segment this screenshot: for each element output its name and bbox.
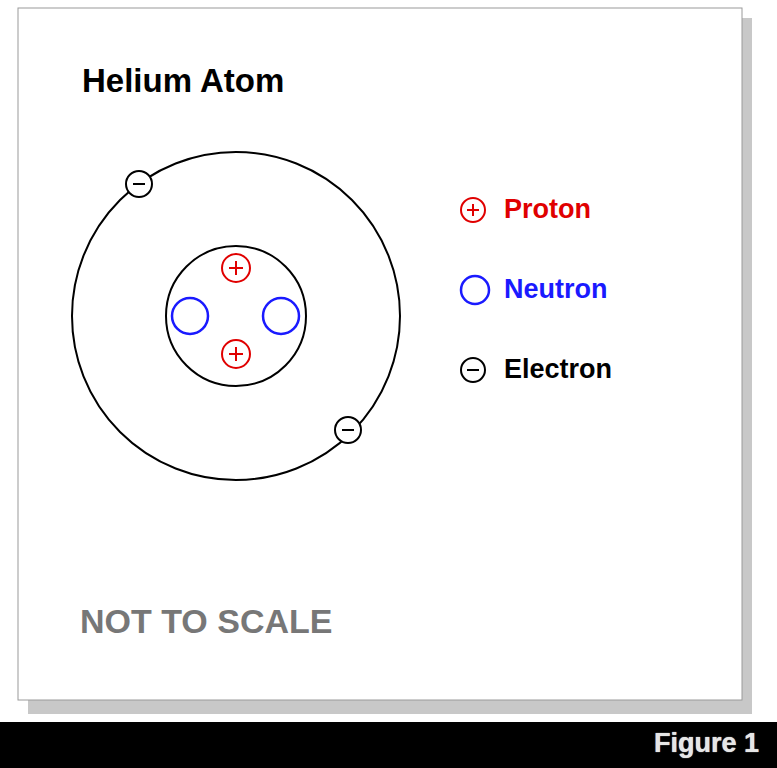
note-label: NOT TO SCALE <box>80 602 333 640</box>
neutron-symbol <box>263 298 299 334</box>
proton-symbol <box>222 340 250 368</box>
diagram-title: Helium Atom <box>82 62 284 99</box>
legend-text-slot: Neutron <box>504 274 608 305</box>
neutron-symbol <box>172 298 208 334</box>
legend-neutron-sample <box>461 276 489 304</box>
figure-caption: Figure 1 <box>654 728 759 758</box>
card <box>18 8 742 700</box>
proton-symbol <box>222 254 250 282</box>
nucleus <box>166 246 306 386</box>
legend-text-slot: Proton <box>504 194 591 225</box>
electron-orbit <box>72 152 400 480</box>
electron-symbol <box>126 171 152 197</box>
legend-text: Neutron <box>504 274 608 304</box>
legend-electron-sample <box>461 358 485 382</box>
caption-bar <box>0 722 777 768</box>
electron-symbol <box>335 417 361 443</box>
figure-caption-slot: Figure 1 <box>654 728 759 759</box>
legend-text: Proton <box>504 194 591 224</box>
legend-proton-sample <box>461 198 485 222</box>
diagram-title-slot: Helium Atom <box>82 62 284 100</box>
legend-text-slot: Electron <box>504 354 612 385</box>
legend-text: Electron <box>504 354 612 384</box>
note-label-slot: NOT TO SCALE <box>80 602 333 641</box>
